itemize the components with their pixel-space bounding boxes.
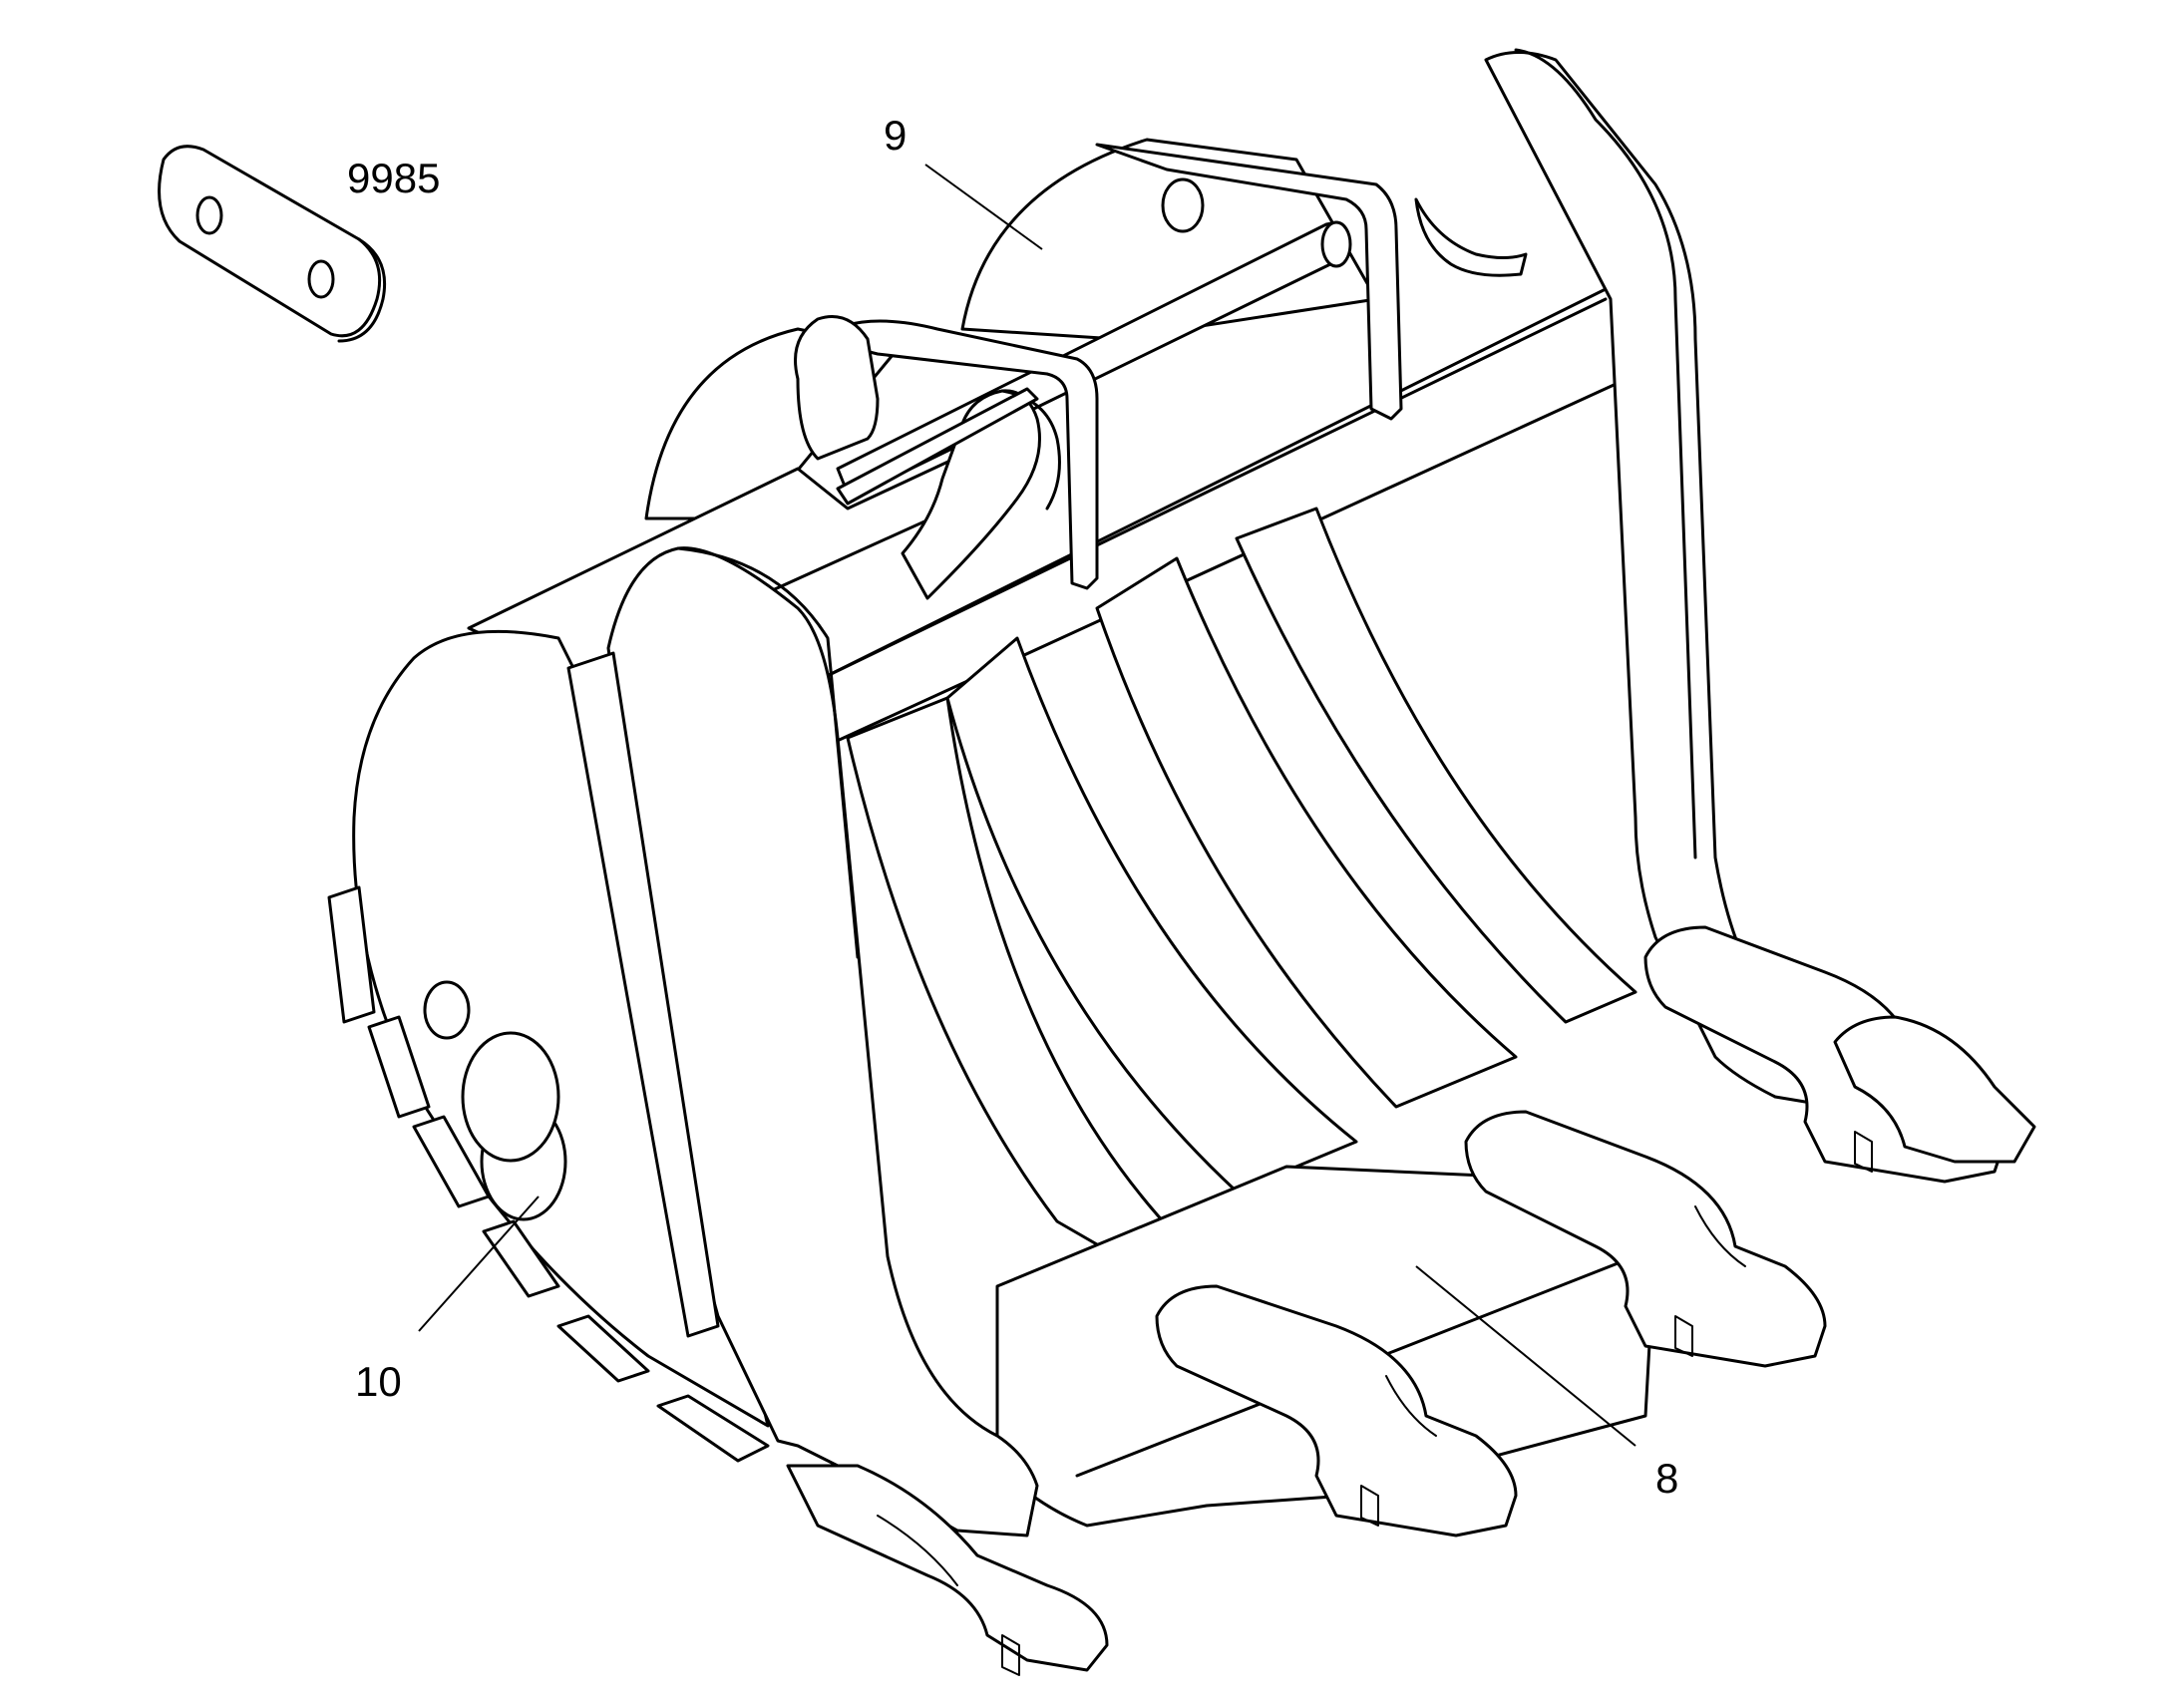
- grate-bar-3[interactable]: [1095, 556, 1518, 1109]
- left-front-side-plate[interactable]: [566, 546, 1039, 1537]
- leader-8: [1415, 1265, 1636, 1447]
- tooth-2[interactable]: [1464, 1110, 1827, 1368]
- grate-bar-4[interactable]: [1235, 507, 1637, 1024]
- corner-tooth-left[interactable]: [786, 1464, 1109, 1676]
- tooth-1[interactable]: [1155, 1284, 1518, 1537]
- rear-hanger-bracket[interactable]: [1095, 143, 1528, 421]
- left-side-plate-10[interactable]: [352, 629, 770, 1428]
- side-cutter-segments[interactable]: [327, 885, 770, 1463]
- callout-8: 8: [1655, 1455, 1678, 1502]
- front-hanger-bracket[interactable]: [794, 315, 1099, 600]
- corner-tooth-right[interactable]: [1833, 1015, 2036, 1164]
- callout-9: 9: [884, 112, 907, 159]
- callout-9985: 9985: [347, 155, 440, 201]
- leader-10: [418, 1196, 540, 1332]
- spacer-plate-9985[interactable]: [158, 145, 387, 343]
- grate-bar-2[interactable]: [945, 636, 1358, 1194]
- callout-10: 10: [355, 1358, 402, 1405]
- leader-9: [924, 164, 1043, 250]
